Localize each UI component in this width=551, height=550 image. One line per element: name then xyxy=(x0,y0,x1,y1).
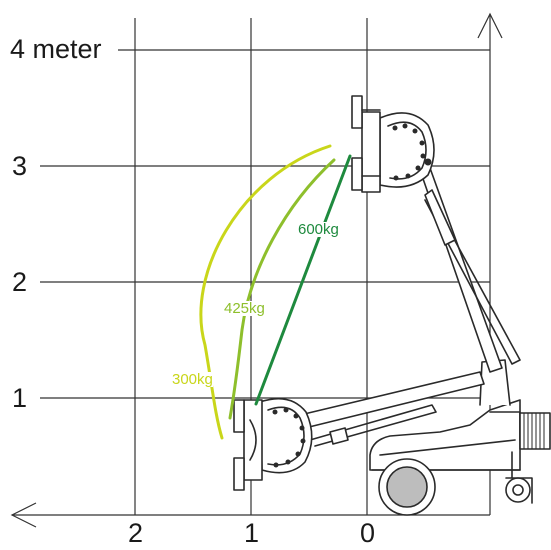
load-label-300kg: 300kg xyxy=(172,371,213,388)
load-label-600kg: 600kg xyxy=(298,221,339,238)
load-curve-425kg xyxy=(228,158,336,420)
y-tick-label: 2 xyxy=(12,267,28,297)
y-tick-label: 3 xyxy=(12,151,28,181)
y-axis-arrow-icon xyxy=(477,12,503,39)
x-axis-arrow-icon xyxy=(10,502,37,528)
grid xyxy=(40,18,490,515)
load-label-425kg: 425kg xyxy=(224,300,265,317)
load-curve-600kg xyxy=(254,154,352,406)
rear-wheel-icon xyxy=(505,451,533,504)
x-tick-label: 0 xyxy=(360,518,376,548)
y-tick-label: 1 xyxy=(12,383,28,413)
upper-vacuum-head-icon xyxy=(351,95,435,193)
x-tick-label: 1 xyxy=(244,518,260,548)
lifting-machine-illustration xyxy=(233,95,551,516)
x-tick-label: 2 xyxy=(128,518,144,548)
lower-vacuum-head-icon xyxy=(233,397,313,491)
y-axis-unit-label: 4 meter xyxy=(10,34,102,64)
load-curve-300kg xyxy=(199,144,332,440)
front-wheel-icon xyxy=(378,458,436,516)
